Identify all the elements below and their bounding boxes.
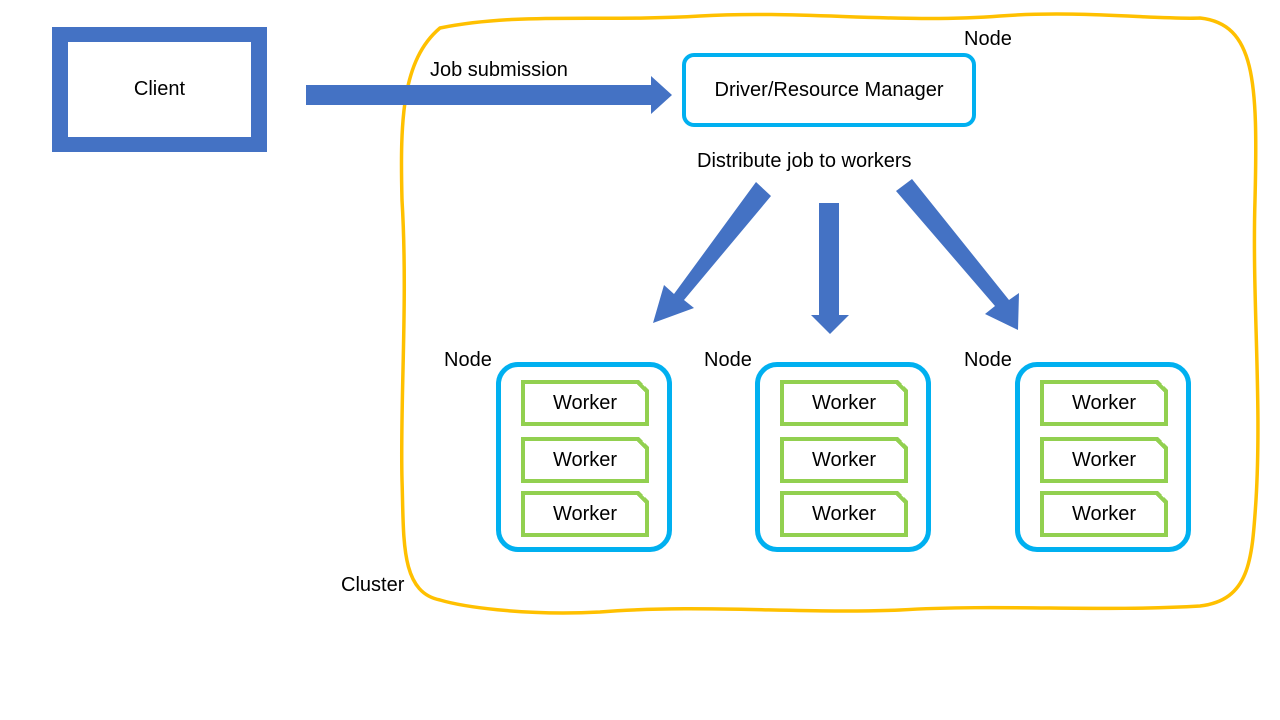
driver-node-label: Node: [964, 28, 1012, 50]
distribute-label: Distribute job to workers: [697, 150, 912, 172]
node-3-box: Worker Worker Worker: [1015, 362, 1191, 552]
worker-box: Worker: [521, 380, 649, 426]
worker-box: Worker: [521, 491, 649, 537]
worker-box: Worker: [1040, 491, 1168, 537]
cluster-boundary: [399, 12, 1260, 615]
distribute-arrow-center: [811, 203, 849, 334]
cluster-label: Cluster: [341, 574, 405, 596]
client-box: Client: [52, 27, 267, 152]
node-3-label: Node: [964, 349, 1012, 371]
node-1-box: Worker Worker Worker: [496, 362, 672, 552]
worker-box: Worker: [1040, 437, 1168, 483]
client-label: Client: [68, 42, 251, 137]
node-1-label: Node: [444, 349, 492, 371]
node-2-label: Node: [704, 349, 752, 371]
submit-arrow: [306, 76, 672, 114]
distribute-arrow-left: [653, 182, 771, 323]
driver-box: Driver/Resource Manager: [682, 53, 976, 127]
job-submission-label: Job submission: [430, 59, 568, 81]
worker-box: Worker: [780, 380, 908, 426]
worker-box: Worker: [521, 437, 649, 483]
distribute-arrow-right: [896, 179, 1019, 330]
worker-box: Worker: [1040, 380, 1168, 426]
worker-box: Worker: [780, 491, 908, 537]
driver-label: Driver/Resource Manager: [714, 78, 944, 101]
node-2-box: Worker Worker Worker: [755, 362, 931, 552]
worker-box: Worker: [780, 437, 908, 483]
